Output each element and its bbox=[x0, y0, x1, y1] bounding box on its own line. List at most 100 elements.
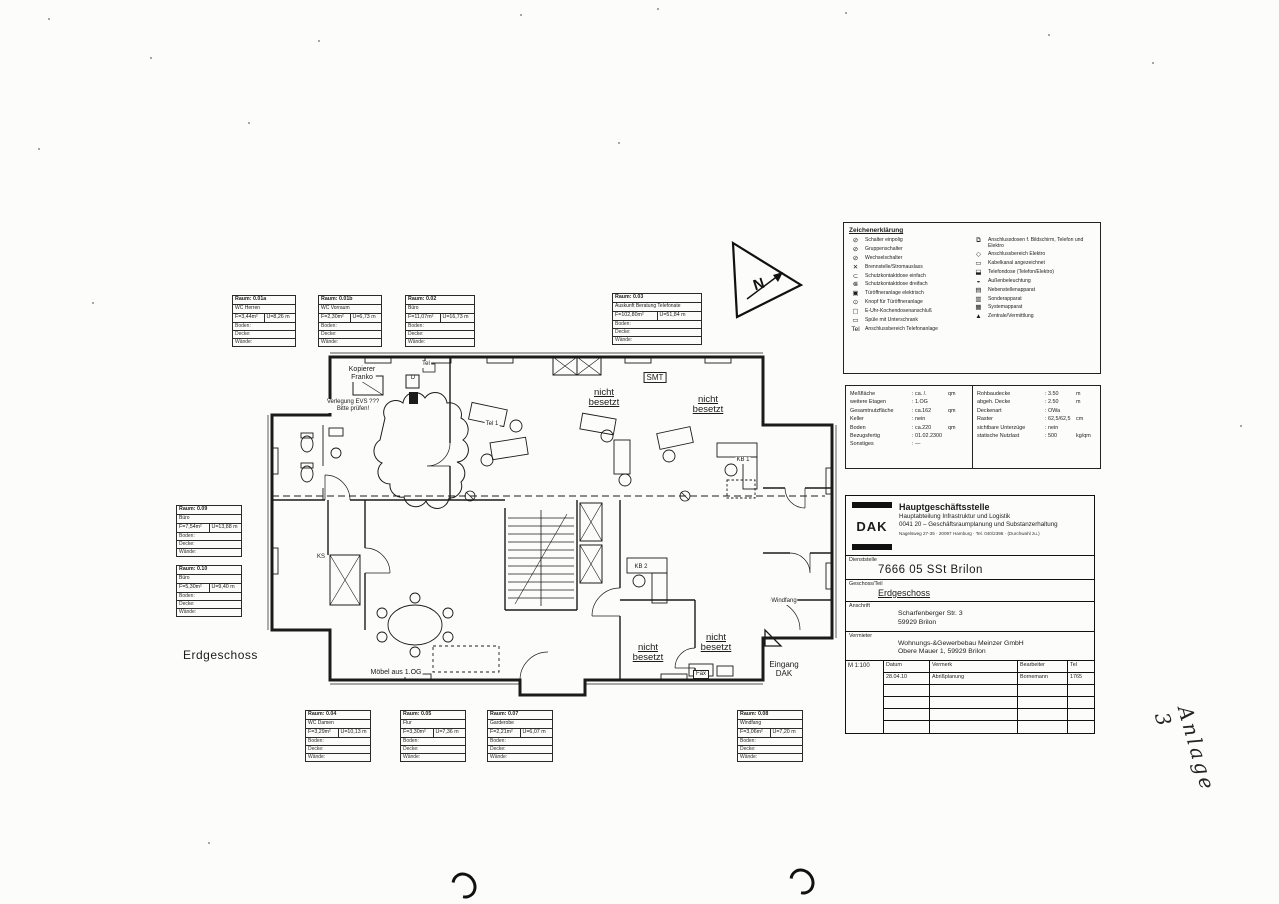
spec-label: weitere Etagen bbox=[850, 399, 886, 406]
legend-item-label: Anschlussbereich Elektro bbox=[988, 251, 1046, 258]
legend-item-label: E-Uhr-Kochendosenanschluß bbox=[865, 308, 932, 315]
room-number: Raum: 0.01a bbox=[233, 296, 295, 305]
anschrift-label: Anschrift bbox=[849, 603, 870, 609]
plan-label-ks: KS bbox=[315, 554, 327, 561]
revision-tel: 1765 bbox=[1068, 673, 1094, 686]
legend-symbol-icon: ⋐ bbox=[852, 281, 859, 289]
spec-label: sichtbare Unterzüge bbox=[977, 424, 1026, 431]
legend-symbol-icon: ⊂ bbox=[852, 272, 859, 280]
spec-label: Boden bbox=[850, 424, 866, 431]
spec-unit: qm bbox=[948, 407, 956, 414]
revision-vermerk: Abrißplanung bbox=[930, 673, 1018, 686]
legend-symbol-icon: ▣ bbox=[852, 290, 859, 298]
vermieter-value: Wohnungs-&Gewerbebau Meinzer GmbH Obere … bbox=[898, 639, 1024, 656]
plan-label-tel-small: Tel bbox=[421, 361, 431, 368]
legend-item: ▤ Nebenstellenapparat bbox=[972, 287, 1095, 295]
spec-unit: qm bbox=[948, 424, 956, 431]
plan-label-kopierer: Kopierer Franko bbox=[347, 366, 377, 383]
legend-item: ▢ E-Uhr-Kochendosenanschluß bbox=[849, 308, 972, 316]
empty-cell bbox=[1068, 697, 1094, 710]
org-name: Hauptgeschäftsstelle bbox=[899, 502, 990, 512]
dienststelle-value: 7666 05 SSt Brilon bbox=[878, 564, 983, 576]
room-number: Raum: 0.08 bbox=[738, 711, 802, 720]
legend-item-label: Gruppenschalter bbox=[865, 245, 903, 252]
room-number: Raum: 0.02 bbox=[406, 296, 474, 305]
col-header-datum: Datum bbox=[884, 661, 930, 674]
spec-row: Bezugsfertig : 01.02.2300 bbox=[850, 432, 968, 440]
room-name: Büro bbox=[177, 575, 241, 584]
legend-item: ◇ Anschlussbereich Elektro bbox=[972, 251, 1095, 259]
geschoss-value: Erdgeschoss bbox=[878, 588, 931, 598]
org-dept: Hauptabteilung Infrastruktur und Logisti… bbox=[899, 513, 1011, 520]
anschrift-value: Scharfenberger Str. 3 59929 Brilon bbox=[898, 610, 963, 626]
spec-value: : ca.220 bbox=[912, 424, 932, 431]
spec-unit bbox=[948, 398, 968, 406]
anschrift-row: Anschrift Scharfenberger Str. 3 59929 Br… bbox=[846, 601, 1094, 631]
legend-symbol-icon: ⬓ bbox=[975, 268, 982, 276]
spec-label: abgeh. Decke bbox=[977, 399, 1011, 406]
empty-cell bbox=[1018, 721, 1068, 734]
spec-value: : 01.02.2300 bbox=[912, 432, 942, 439]
empty-cell bbox=[884, 709, 930, 722]
spec-unit: qm bbox=[948, 391, 956, 397]
empty-cell bbox=[1018, 685, 1068, 698]
legend-item: ▭ Kabelkanal angezeichnet bbox=[972, 259, 1095, 268]
legend-item-label: Kabelkanal angezeichnet bbox=[988, 259, 1045, 266]
spec-label: Raster bbox=[977, 416, 993, 423]
spec-value: : nein bbox=[1045, 424, 1059, 431]
scan-speck bbox=[248, 122, 250, 124]
revision-bearbeiter: Bornemann bbox=[1018, 673, 1068, 686]
spec-label: Bezugsfertig bbox=[850, 432, 880, 439]
north-letter: N bbox=[751, 275, 767, 295]
building-specs-table: Meßfläche : ca. /. qm weitere Etagen : 1… bbox=[845, 385, 1101, 469]
legend-item: ⊙ Knopf für Türöffneranlage bbox=[849, 299, 972, 307]
room-number: Raum: 0.10 bbox=[177, 566, 241, 575]
vermieter-row: Vermieter Wohnungs-&Gewerbebau Meinzer G… bbox=[846, 630, 1094, 661]
empty-cell bbox=[1018, 709, 1068, 722]
empty-cell bbox=[930, 721, 1018, 734]
room-name: Büro bbox=[406, 305, 474, 314]
legend-item-label: Schalter einpolig bbox=[865, 237, 903, 243]
plan-label-moebel: Möbel aus 1.OG bbox=[369, 669, 423, 678]
legend-title: Zeichenerklärung bbox=[849, 227, 904, 234]
empty-cell bbox=[1068, 709, 1094, 722]
spec-value: : 2.50 bbox=[1045, 399, 1059, 406]
legend-item: ▣ Türöffneranlage elektrisch bbox=[849, 290, 972, 298]
empty-cell bbox=[930, 685, 1018, 698]
empty-cell bbox=[884, 721, 930, 734]
legend-item-label: Wechselschalter bbox=[865, 254, 903, 261]
empty-cell bbox=[1068, 721, 1094, 733]
plan-label-vacant-1: nicht besetzt bbox=[587, 387, 621, 408]
spec-row: Boden : ca.220 qm bbox=[850, 424, 968, 432]
geschoss-label: Geschoss/Teil bbox=[849, 581, 883, 587]
spec-value: : 3.50 bbox=[1045, 391, 1059, 397]
title-block-header: DAK Hauptgeschäftsstelle Hauptabteilung … bbox=[846, 496, 1094, 555]
scan-speck bbox=[1152, 62, 1154, 64]
legend-item-label: Anschlussbereich Telefonanlage bbox=[865, 325, 938, 332]
legend-item-label: Schutzkontaktdose dreifach bbox=[865, 281, 928, 288]
col-header-tel: Tel bbox=[1068, 661, 1094, 674]
revision-datum: 28.04.10 bbox=[884, 673, 930, 686]
room-number: Raum: 0.01b bbox=[319, 296, 381, 305]
legend-item: ⊘ Gruppenschalter bbox=[849, 245, 972, 254]
floor-caption: Erdgeschoss bbox=[183, 648, 258, 662]
legend-symbol-icon: ⧉ bbox=[976, 237, 981, 244]
legend-symbol-icon: ⊘ bbox=[852, 254, 859, 262]
legend-item-label: Sonderapparat bbox=[988, 295, 1022, 302]
legend-symbol-icon: ⊘ bbox=[852, 237, 859, 244]
legend-symbol-icon: ▭ bbox=[852, 317, 859, 325]
vermieter-label: Vermieter bbox=[849, 632, 873, 639]
scan-speck bbox=[657, 8, 659, 10]
spec-row: abgeh. Decke : 2.50 m bbox=[977, 398, 1096, 406]
